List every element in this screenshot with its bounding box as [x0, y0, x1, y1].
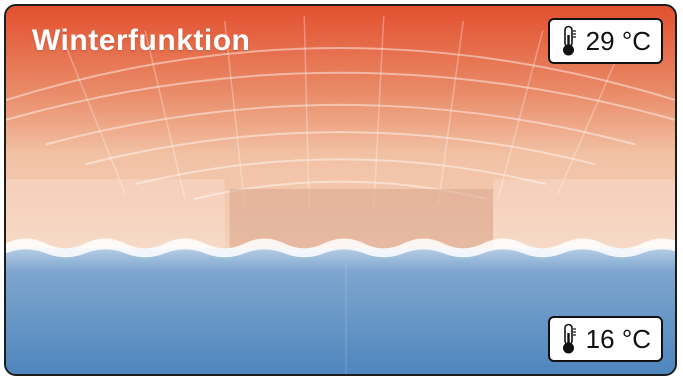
thermometer-icon	[562, 25, 576, 56]
function-title: Winterfunktion	[32, 24, 251, 57]
truss-lattice	[64, 15, 623, 209]
roof-trusses	[6, 47, 675, 200]
thermometer-icon	[562, 323, 576, 354]
winter-function-panel: Winterfunktion 29 °C 16 °C	[4, 4, 677, 376]
temperature-badge-top: 29 °C	[547, 18, 663, 64]
temperature-bottom-value: 16 °C	[585, 323, 651, 354]
temperature-badge-bottom: 16 °C	[547, 316, 663, 362]
air-boundary-wave	[6, 238, 675, 258]
temperature-top-value: 29 °C	[585, 25, 651, 56]
back-wall	[229, 189, 494, 249]
